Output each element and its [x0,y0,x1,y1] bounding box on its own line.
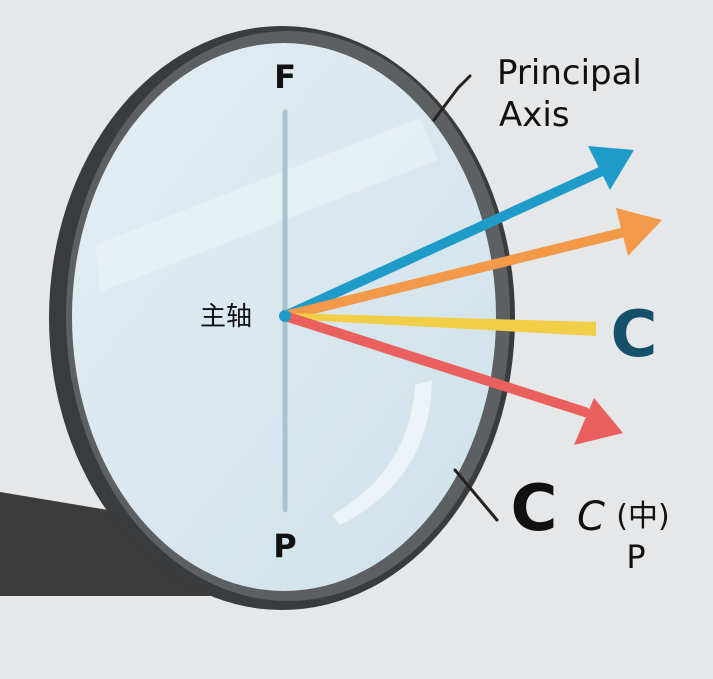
label-top-pole: F [274,58,296,96]
bottom-c-leader [453,468,499,522]
label-principal-line1: Principal [497,53,642,93]
label-right-c: C [611,298,658,372]
center-point [279,310,291,322]
ray-yellow [285,313,596,336]
ray-red [280,311,623,445]
ray-blue [280,146,634,321]
label-bottom-p: P [626,538,645,576]
label-bottom-cn: (中) [616,499,669,534]
label-bottom-pole: P [273,527,296,565]
label-bottom-c-small: C [577,494,605,540]
principal-axis-leader [432,74,472,122]
lens-highlight [95,118,438,292]
ray-orange [280,208,662,321]
label-center-cn: 主轴 [200,302,252,332]
label-principal-line2: Axis [499,95,570,135]
label-bottom-c-big: C [511,472,558,546]
lens-highlight-curve [332,380,432,525]
